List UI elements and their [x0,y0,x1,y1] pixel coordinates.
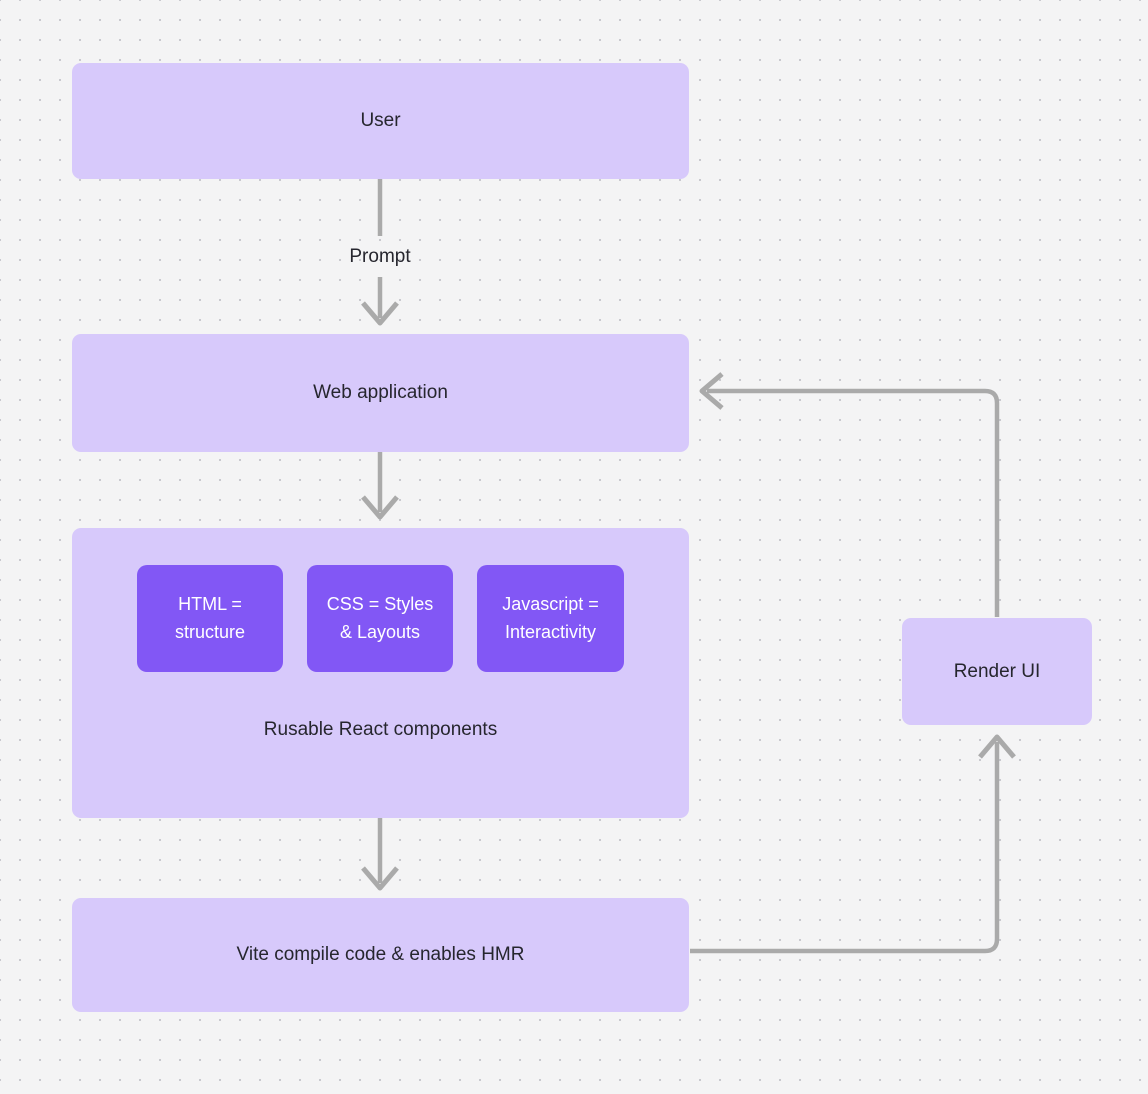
node-vite[interactable]: Vite compile code & enables HMR [72,898,689,1012]
node-render-ui[interactable]: Render UI [902,618,1092,725]
node-user[interactable]: User [72,63,689,179]
node-javascript-line1: Javascript = [502,593,599,614]
node-components-group[interactable]: HTML = structure CSS = Styles & Layouts … [72,528,689,818]
node-user-label: User [360,110,401,132]
edge-components-to-vite [361,818,399,891]
node-javascript-line2: Interactivity [504,621,597,642]
edge-web-to-components [361,452,399,520]
node-css[interactable]: CSS = Styles & Layouts [307,565,453,672]
edge-vite-to-render [690,734,1016,954]
node-components-group-caption: Rusable React components [263,719,498,740]
edge-label-prompt: Prompt [349,246,411,267]
node-javascript[interactable]: Javascript = Interactivity [477,565,624,672]
node-vite-label: Vite compile code & enables HMR [236,944,525,966]
edge-render-to-web [699,372,1000,617]
node-css-line2: & Layouts [339,621,421,642]
node-html-line1: HTML = [178,593,242,614]
node-web-application[interactable]: Web application [72,334,689,452]
node-html-line2: structure [174,621,246,642]
node-css-line1: CSS = Styles [326,593,434,614]
node-render-ui-label: Render UI [953,660,1041,682]
node-html[interactable]: HTML = structure [137,565,283,672]
node-web-application-label: Web application [313,382,448,404]
